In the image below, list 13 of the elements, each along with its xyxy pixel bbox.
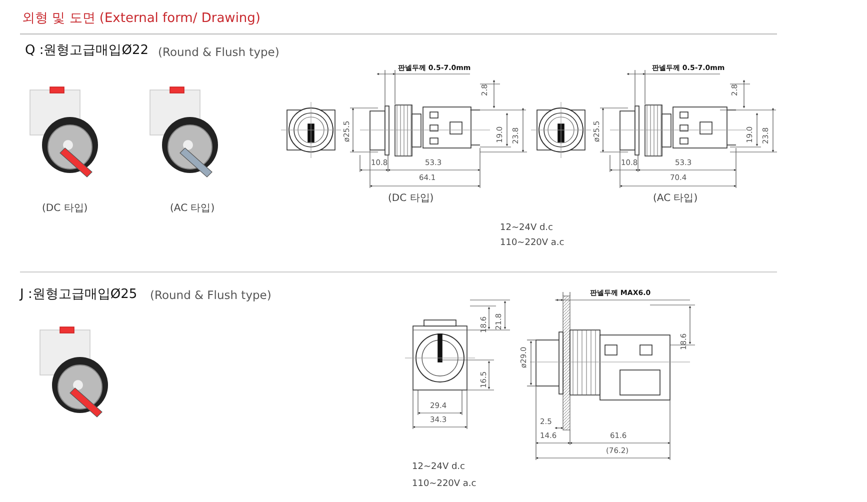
voltage-note: 110~220V a.c: [412, 480, 476, 490]
drawing-caption: (AC 타입): [653, 193, 698, 204]
page-title: 외형 및 도면 (External form/ Drawing): [22, 12, 260, 26]
section-heading: J :원형고급매입Ø25: [20, 288, 138, 302]
photo-caption: (AC 타입): [170, 203, 215, 214]
voltage-note: 110~220V a.c: [500, 239, 564, 249]
voltage-note: 12~24V d.c: [500, 224, 553, 234]
type-note: (Round & Flush type): [150, 289, 272, 302]
type-note: (Round & Flush type): [158, 46, 280, 59]
drawing-caption: (DC 타입): [388, 193, 434, 204]
section-heading: Q :원형고급매입Ø22: [25, 44, 149, 58]
photo-caption: (DC 타입): [42, 203, 88, 214]
voltage-note: 12~24V d.c: [412, 463, 465, 473]
